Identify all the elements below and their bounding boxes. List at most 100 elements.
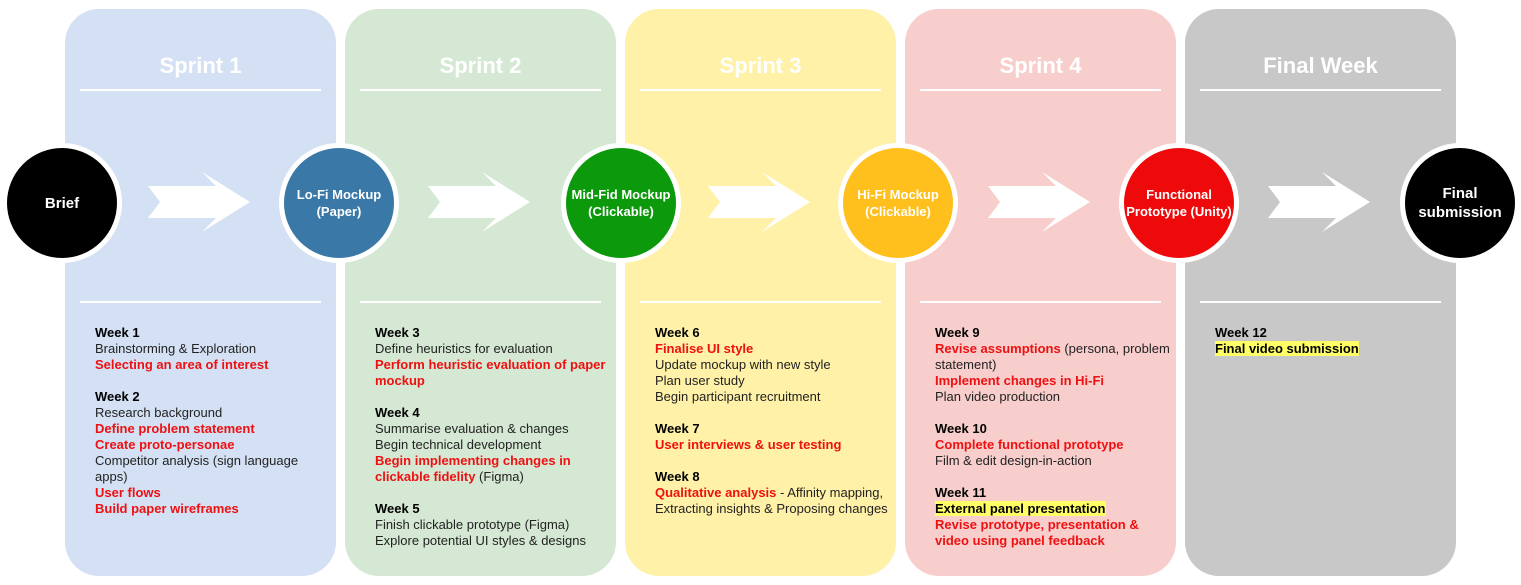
task-text: Define heuristics for evaluation	[375, 341, 553, 356]
key-task-text: User interviews & user testing	[655, 437, 842, 452]
task-text: Begin technical development	[375, 437, 542, 452]
milestone-node: Brief	[2, 143, 122, 263]
divider	[640, 301, 881, 303]
task-line: Plan video production	[935, 389, 1171, 405]
task-line: Begin technical development	[375, 437, 611, 453]
task-text: Plan user study	[655, 373, 745, 388]
task-line: Define heuristics for evaluation	[375, 341, 611, 357]
task-text: Brainstorming & Exploration	[95, 341, 257, 356]
divider	[80, 89, 321, 91]
task-text: Research background	[95, 405, 223, 420]
task-line: Selecting an area of interest	[95, 357, 331, 373]
task-text: Begin participant recruitment	[655, 389, 821, 404]
milestone-label: Lo-Fi Mockup (Paper)	[296, 187, 382, 219]
task-line: Define problem statement	[95, 421, 331, 437]
task-line: Begin participant recruitment	[655, 389, 891, 405]
task-line: Build paper wireframes	[95, 501, 331, 517]
week-title: Week 4	[375, 405, 420, 420]
task-line: Final video submission	[1215, 341, 1451, 357]
milestone-label: Functional Prototype (Unity)	[1126, 187, 1232, 219]
task-line: Film & edit design-in-action	[935, 453, 1171, 469]
week-title: Week 10	[935, 421, 987, 436]
task-line: Finish clickable prototype (Figma)	[375, 517, 611, 533]
milestone-text: Final video submission	[1215, 341, 1359, 356]
key-task-text: Selecting an area of interest	[95, 357, 269, 372]
divider	[1200, 301, 1441, 303]
key-task-text: Begin implementing changes in clickable …	[375, 453, 571, 484]
week-title: Week 3	[375, 325, 420, 340]
task-text: Finish clickable prototype (Figma)	[375, 517, 570, 532]
task-line: Implement changes in Hi-Fi	[935, 373, 1171, 389]
task-line: Complete functional prototype	[935, 437, 1171, 453]
task-text: Summarise evaluation & changes	[375, 421, 569, 436]
divider	[80, 301, 321, 303]
task-line: Update mockup with new style	[655, 357, 891, 373]
task-line: Summarise evaluation & changes	[375, 421, 611, 437]
panel-title: Sprint 2	[439, 53, 522, 78]
week-title: Week 12	[1215, 325, 1267, 340]
key-task-text: Revise assumptions	[935, 341, 1061, 356]
task-text: Film & edit design-in-action	[935, 453, 1092, 468]
week-title: Week 7	[655, 421, 700, 436]
milestone-node: Final submission	[1400, 143, 1520, 263]
task-text: (Figma)	[475, 469, 524, 484]
task-line: Research background	[95, 405, 331, 421]
key-task-text: Build paper wireframes	[95, 501, 239, 516]
task-line: Revise prototype, presentation & video u…	[935, 517, 1171, 549]
milestone-label: Brief	[44, 194, 80, 212]
week-title: Week 2	[95, 389, 140, 404]
milestone-node: Mid-Fid Mockup (Clickable)	[561, 143, 681, 263]
key-task-text: Qualitative analysis	[655, 485, 777, 500]
flow-arrow-icon	[988, 172, 1090, 232]
milestone-node: Hi-Fi Mockup (Clickable)	[838, 143, 958, 263]
task-line: Begin implementing changes in clickable …	[375, 453, 611, 485]
divider	[1200, 89, 1441, 91]
divider	[640, 89, 881, 91]
milestone-text: External panel presentation	[935, 501, 1106, 516]
task-text: Explore potential UI styles & designs	[375, 533, 586, 548]
key-task-text: Define problem statement	[95, 421, 255, 436]
divider	[360, 89, 601, 91]
task-text: Plan video production	[935, 389, 1061, 404]
week-title: Week 8	[655, 469, 700, 484]
key-task-text: User flows	[95, 485, 161, 500]
task-line: User interviews & user testing	[655, 437, 891, 453]
panel-title: Sprint 3	[719, 53, 802, 78]
task-line: External panel presentation	[935, 501, 1171, 517]
week-title: Week 11	[935, 485, 987, 500]
task-line: User flows	[95, 485, 331, 501]
milestone-label: Hi-Fi Mockup (Clickable)	[857, 187, 939, 219]
week-title: Week 1	[95, 325, 140, 340]
task-line: Qualitative analysis - Affinity mapping,…	[655, 485, 891, 517]
divider	[360, 301, 601, 303]
key-task-text: Revise prototype, presentation & video u…	[935, 517, 1139, 548]
task-line: Plan user study	[655, 373, 891, 389]
flow-arrow-icon	[428, 172, 530, 232]
milestone-label: Mid-Fid Mockup (Clickable)	[571, 187, 671, 219]
week-title: Week 9	[935, 325, 980, 340]
task-line: Revise assumptions (persona, problem sta…	[935, 341, 1171, 373]
panel-title: Final Week	[1263, 53, 1378, 78]
key-task-text: Perform heuristic evaluation of paper mo…	[375, 357, 606, 388]
task-line: Create proto-personae	[95, 437, 331, 453]
task-text: Update mockup with new style	[655, 357, 831, 372]
